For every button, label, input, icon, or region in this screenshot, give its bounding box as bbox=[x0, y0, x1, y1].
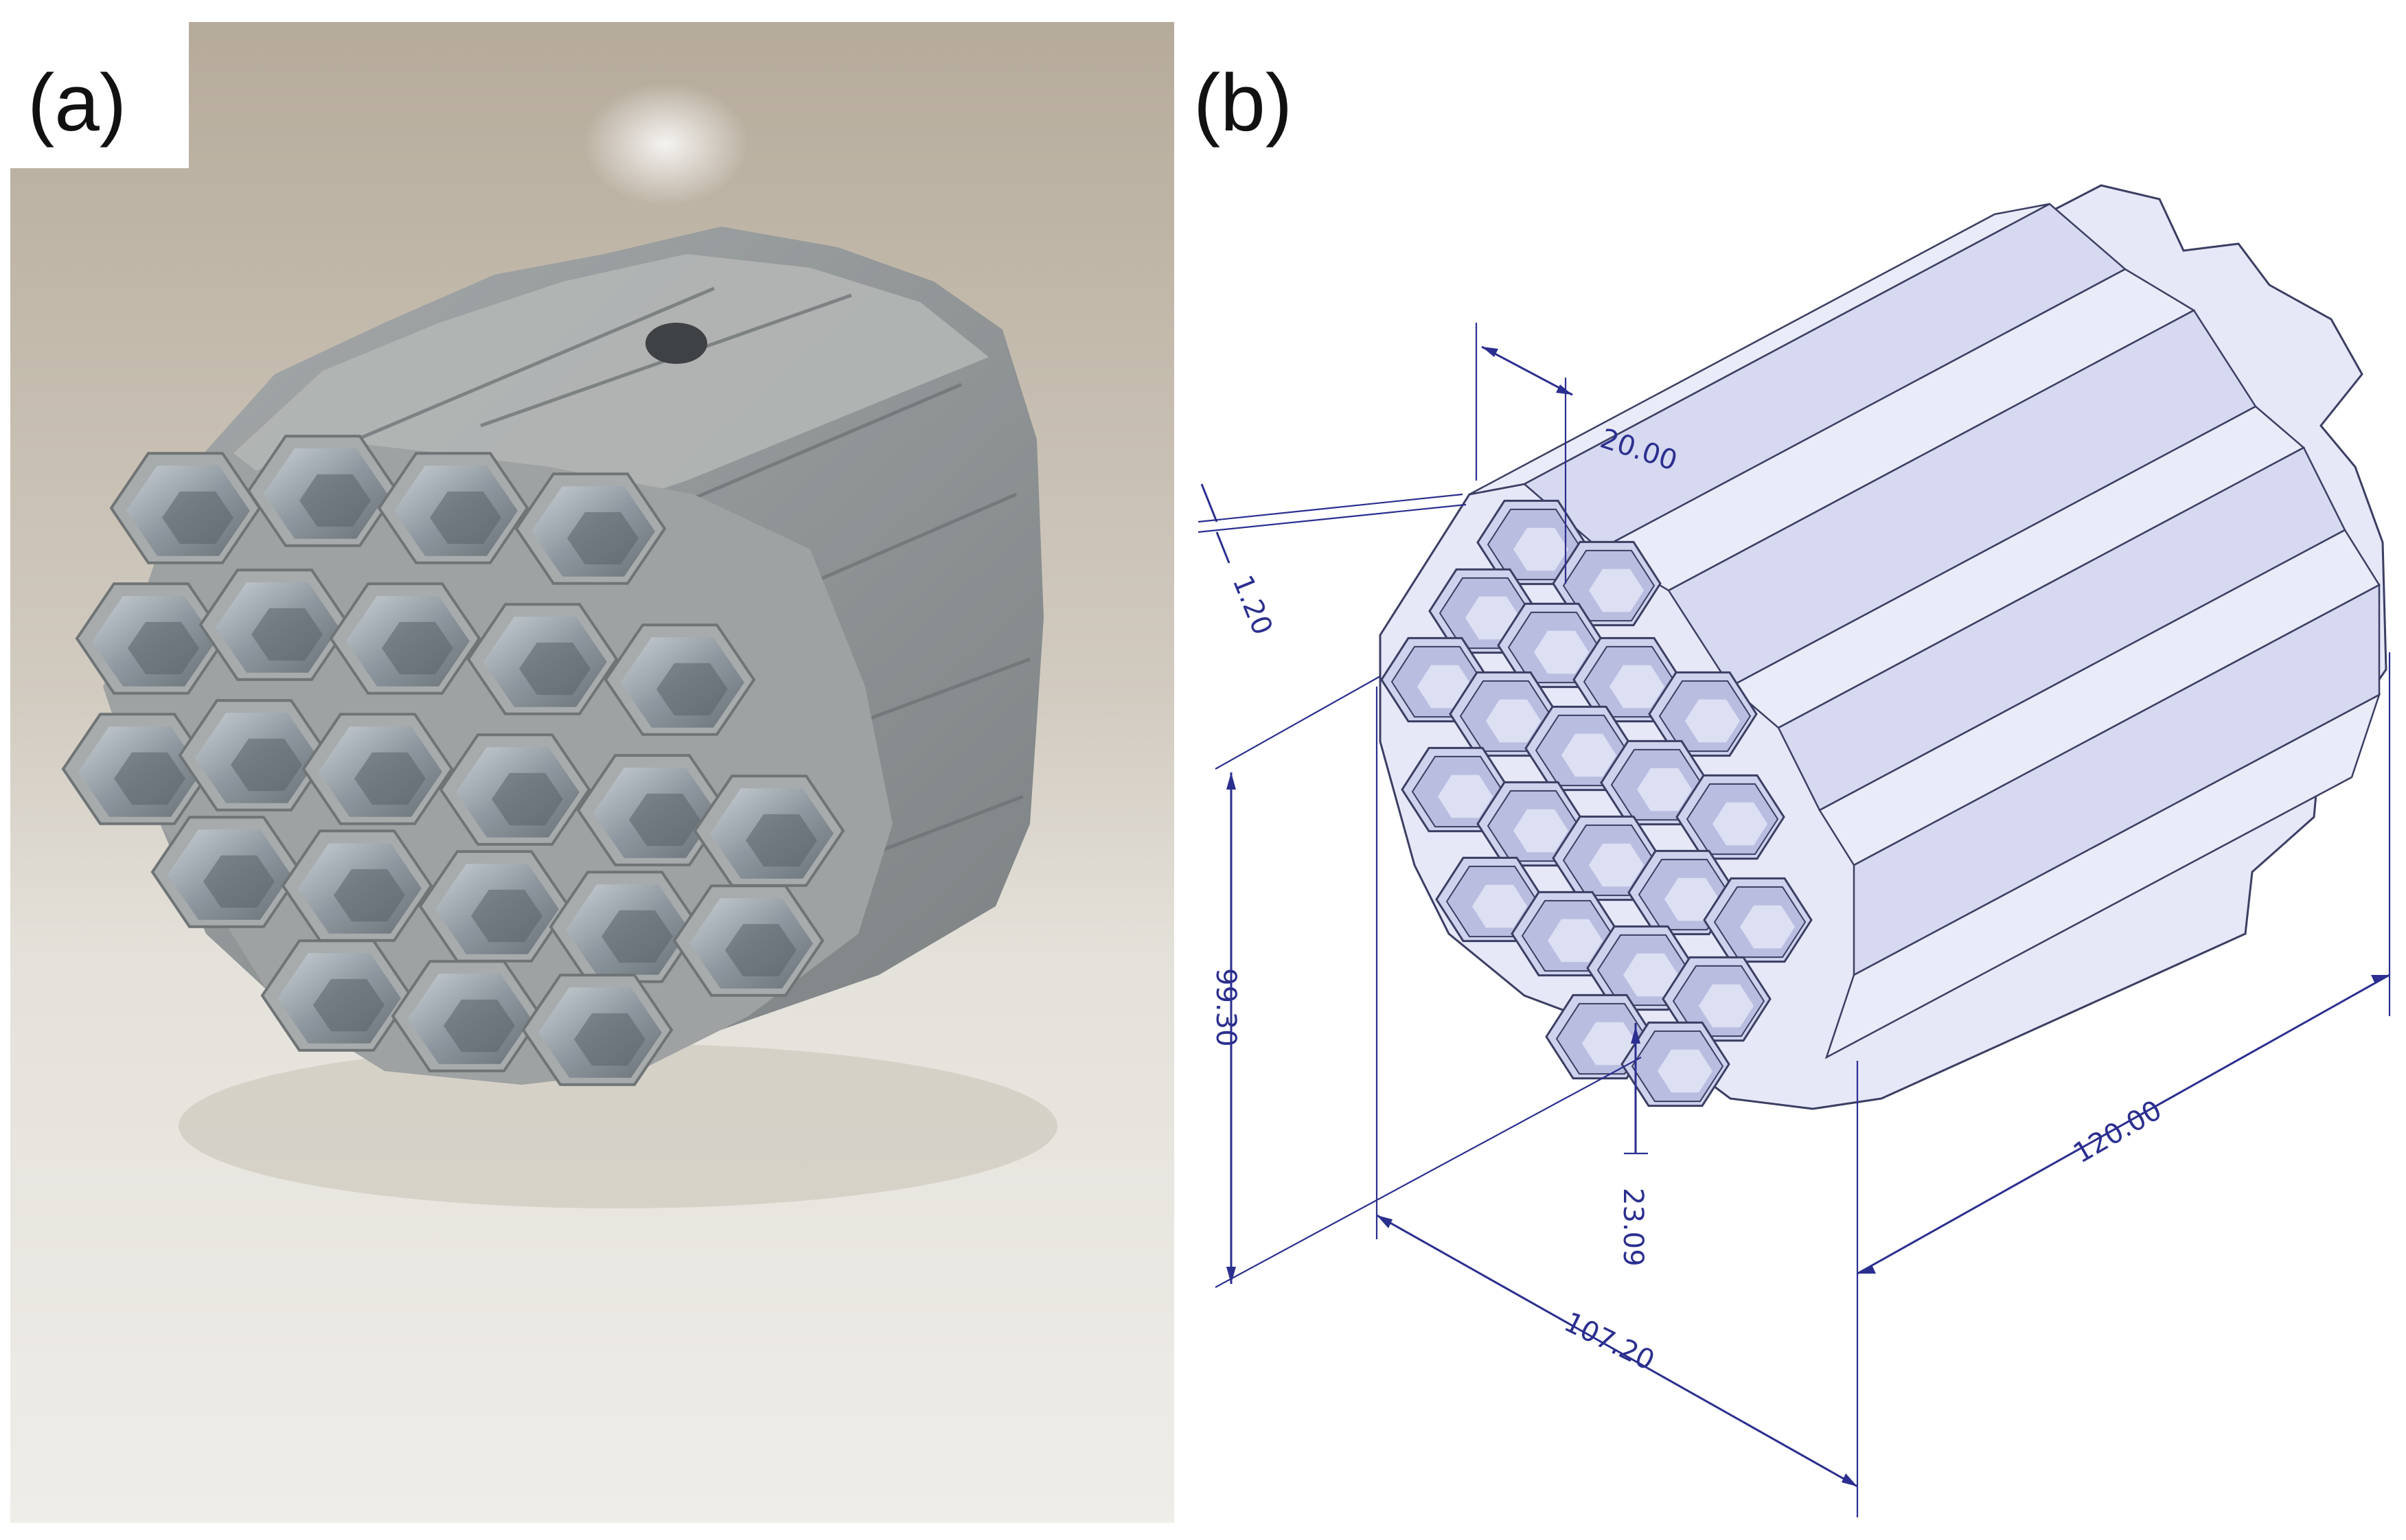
dim-width: 107.20 bbox=[1559, 1307, 1660, 1377]
cad-cell bbox=[1703, 877, 1813, 963]
cad-cell bbox=[1675, 774, 1785, 860]
dim-height: 99.30 bbox=[1210, 968, 1241, 1047]
photo-cell bbox=[693, 774, 845, 887]
photo-cell bbox=[549, 871, 701, 983]
photo-cell bbox=[109, 452, 262, 564]
photo-cell bbox=[521, 974, 674, 1086]
object-shadow bbox=[179, 1044, 1057, 1208]
cad-cell bbox=[1648, 671, 1758, 757]
photo-cell bbox=[576, 754, 729, 866]
cad-cells bbox=[1380, 499, 1813, 1107]
cad-cell bbox=[1620, 1021, 1730, 1107]
light-glare bbox=[584, 82, 748, 206]
panel-a-photo: (a) bbox=[0, 0, 1174, 1523]
photo-cell bbox=[439, 733, 591, 846]
cad-cell bbox=[1449, 671, 1559, 757]
cad-face bbox=[1824, 693, 2381, 1059]
photo-cell bbox=[329, 582, 481, 695]
photo-cell bbox=[150, 816, 303, 928]
cad-cell bbox=[1497, 602, 1607, 689]
panel-b-cad: (b) bbox=[1193, 58, 2391, 1517]
dim-length: 120.00 bbox=[2068, 1094, 2167, 1170]
photo-cell bbox=[61, 713, 214, 825]
photo-cell bbox=[391, 960, 543, 1072]
panel-b-label: (b) bbox=[1193, 58, 1292, 148]
photo-cell bbox=[247, 435, 399, 547]
photo-cell bbox=[178, 699, 330, 812]
dimension-lines bbox=[1198, 323, 2391, 1517]
cad-cell bbox=[1552, 815, 1662, 901]
photo-cell bbox=[377, 452, 529, 564]
honeycomb-cells bbox=[61, 435, 845, 1086]
photo-cell bbox=[301, 713, 454, 825]
cad-cell bbox=[1435, 856, 1545, 943]
photo-cell bbox=[281, 829, 433, 942]
cad-long-faces bbox=[1469, 203, 2381, 1059]
cad-cell bbox=[1476, 499, 1586, 586]
cad-cell bbox=[1401, 746, 1511, 833]
photo-cell bbox=[466, 603, 619, 715]
panel-a-label-box bbox=[0, 0, 189, 168]
photo-cell bbox=[260, 939, 413, 1052]
dim-line-width bbox=[1376, 1214, 1858, 1488]
cad-cell bbox=[1476, 781, 1586, 867]
cad-cell bbox=[1524, 705, 1634, 792]
cad-cell bbox=[1511, 890, 1620, 977]
dim-line-length bbox=[1857, 974, 2390, 1275]
photo-cell bbox=[514, 472, 667, 585]
dim-wall-thickness: 1.20 bbox=[1226, 571, 1279, 640]
photo-cell bbox=[672, 884, 825, 997]
cad-cell bbox=[1572, 636, 1682, 723]
photo-cell bbox=[418, 850, 571, 963]
photo-cell bbox=[75, 582, 227, 695]
cad-cell bbox=[1600, 739, 1710, 826]
dim-line-cell-width bbox=[1481, 345, 1573, 396]
dim-inner-spacing: 23.09 bbox=[1617, 1188, 1649, 1267]
photo-cell bbox=[604, 623, 756, 736]
cad-honeycomb-model bbox=[1379, 184, 2387, 1110]
cad-cell bbox=[1586, 925, 1696, 1011]
cad-cell bbox=[1662, 956, 1772, 1042]
panel-a-label: (a) bbox=[27, 58, 126, 148]
photo-cell bbox=[198, 568, 351, 681]
rod-hole bbox=[645, 323, 707, 364]
